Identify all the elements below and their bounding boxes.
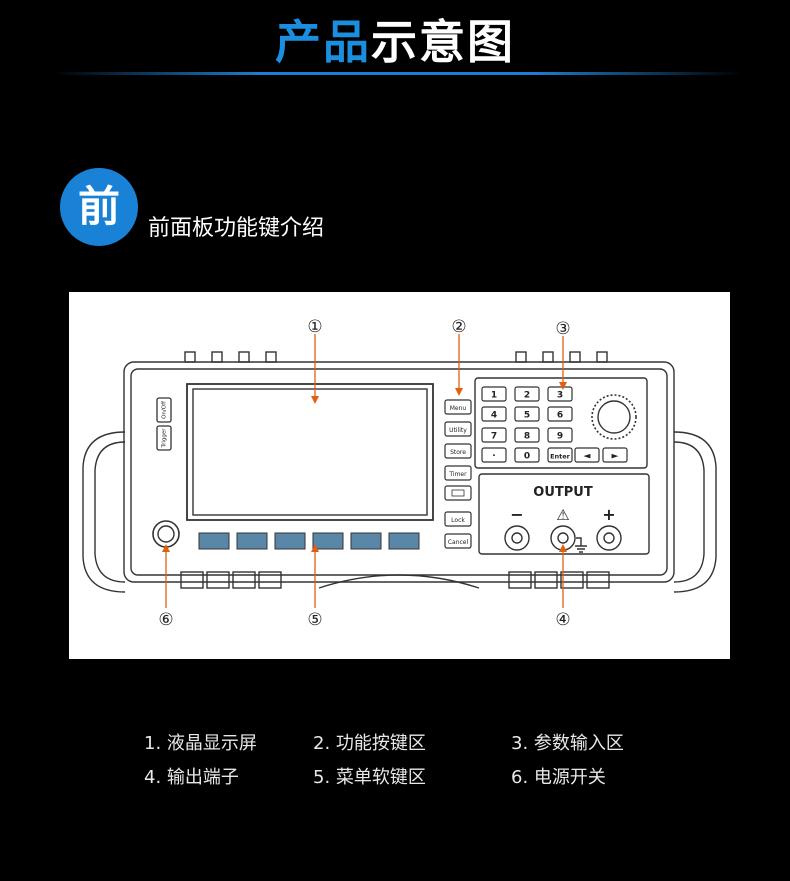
keypad-key-label: 8 [524,432,530,442]
function-key: Utility [444,421,472,437]
keypad-key-label: · [492,452,495,462]
side-button-1: Trigger [156,425,172,451]
legend-item-3: 3. 参数输入区 [511,733,624,754]
legend-item-5: 5. 菜单软键区 [313,767,426,788]
output-label: OUTPUT [533,485,593,500]
power-button [152,520,180,548]
function-key: Lock [444,511,472,527]
soft-key [312,532,344,550]
terminal-positive [596,525,622,551]
instrument-body [123,361,675,583]
function-key-label: Store [450,449,466,456]
soft-key [198,532,230,550]
keypad-key: 6 [547,406,573,422]
battery-icon [451,489,465,497]
function-key: Store [444,443,472,459]
bottom-feet [180,571,610,589]
soft-key [236,532,268,550]
keypad-key: 9 [547,427,573,443]
legend-item-4: 4. 输出端子 [144,767,239,788]
keypad-key: 1 [481,386,507,402]
function-key: Cancel [444,533,472,549]
keypad-key: 2 [514,386,540,402]
soft-key [274,532,306,550]
terminal-negative [504,525,530,551]
title-underline [52,72,742,75]
legend-item-6: 6. 电源开关 [511,767,606,788]
keypad-key: ◄ [574,447,600,463]
keypad-key-label: 4 [491,411,497,421]
keypad-key-label: ► [612,452,619,462]
side-button-label: On/Off [162,401,168,419]
soft-key [388,532,420,550]
numeric-keypad: 1 2 3 4 5 6 7 8 9 · 0 Enter ◄ ► [481,386,628,463]
callout-6: ⑥ [158,610,173,630]
ground-icon [575,537,587,553]
keypad-key: 8 [514,427,540,443]
callout-2: ② [451,317,466,337]
soft-key [350,532,382,550]
function-key: Menu [444,399,472,415]
callout-1: ① [307,317,322,337]
keypad-key-label: 0 [524,452,530,462]
keypad-key: 5 [514,406,540,422]
keypad-key: · [481,447,507,463]
keypad-key: Enter [547,447,573,463]
keypad-key-label: 7 [491,432,497,442]
callout-4: ④ [555,610,570,630]
keypad-key-label: 5 [524,411,530,421]
section-badge: 前 [60,168,138,246]
keypad-key-label: 2 [524,391,530,401]
function-key-label: Cancel [448,539,469,546]
keypad-key: 3 [547,386,573,402]
function-key-label: Lock [451,517,465,524]
legend-item-2: 2. 功能按键区 [313,733,426,754]
page-title: 产品示意图 [0,14,790,70]
right-handle [673,431,717,593]
rotary-knob [591,394,637,440]
terminal-sign-negative: − [510,505,523,524]
legend-item-1: 1. 液晶显示屏 [144,733,257,754]
keypad-key: 4 [481,406,507,422]
title-part2: 示意图 [371,15,515,69]
title-part1: 产品 [275,15,371,69]
function-key: Timer [444,465,472,481]
keypad-key-label: 6 [557,411,563,421]
function-key-label: Menu [450,405,467,412]
menu-soft-keys [198,532,420,550]
keypad-frame [474,377,648,469]
terminal-sign-positive: + [602,505,615,524]
side-button-0: On/Off [156,397,172,423]
keypad-key: 0 [514,447,540,463]
left-handle [82,431,126,593]
section-label: 前面板功能键介绍 [148,216,325,241]
side-button-label: Trigger [162,428,168,449]
keypad-key-label: ◄ [584,452,591,462]
lcd-display [186,383,434,521]
keypad-key: 7 [481,427,507,443]
keypad-key-label: 1 [491,391,497,401]
function-key-label: Timer [448,471,467,478]
keypad-key-label: Enter [550,453,571,461]
callout-5: ⑤ [307,610,322,630]
keypad-key: ► [602,447,628,463]
keypad-key-label: 3 [557,391,563,401]
keypad-key-label: 9 [557,432,563,442]
function-key-label: Utility [449,427,467,434]
top-knobs [184,351,608,363]
callout-3: ③ [555,319,570,339]
function-key [444,485,472,501]
output-panel [478,473,650,555]
warning-icon: ⚠ [556,506,569,524]
